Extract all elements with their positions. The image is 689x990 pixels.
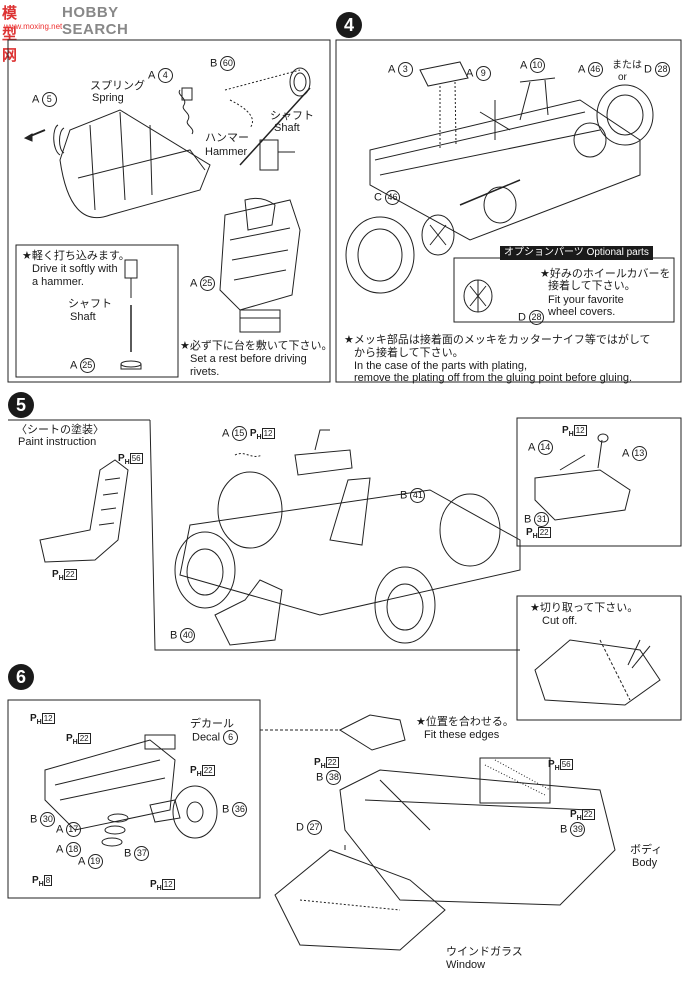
cutoff-note-jp: ★切り取って下さい。 — [530, 602, 639, 614]
part-label-a14: A 14 — [528, 440, 553, 455]
part-label-c46: C 46 — [374, 190, 400, 205]
logo-english-text: HOBBY SEARCH — [62, 4, 129, 38]
rest-note-en2: rivets. — [190, 366, 220, 378]
hammer-label-jp: ハンマー — [205, 132, 249, 144]
window-label-en: Window — [446, 959, 486, 971]
chassis-seats-drawing — [174, 429, 521, 646]
spring-label-jp: スプリング — [90, 80, 145, 92]
body-window-drawing — [260, 714, 616, 951]
decal-label-en: Decal 6 — [192, 730, 239, 745]
step-number-4: 4 — [336, 12, 362, 38]
part-label-d28-option: D 28 — [518, 310, 544, 325]
cover-note-en2: wheel covers. — [548, 306, 616, 318]
part-label-b39: B 39 — [560, 822, 586, 837]
body-label-jp: ボディ — [630, 844, 663, 856]
plating-note-jp1: ★メッキ部品は接着面のメッキをカッターナイフ等ではがして — [344, 334, 651, 346]
shaft-label-jp: シャフト — [270, 110, 314, 122]
part-label-a9: A 9 — [466, 66, 491, 81]
part-label-a5: A 5 — [32, 92, 57, 107]
part-label-b37: B 37 — [124, 846, 150, 861]
window-label-jp: ウインドガラス — [446, 946, 523, 958]
part-label-b41: B 41 — [400, 488, 426, 503]
step-number-6: 6 — [8, 664, 34, 690]
part-label-d27: D 27 — [296, 820, 322, 835]
shaft2-label-en: Shaft — [70, 311, 96, 323]
part-label-a19: A 19 — [78, 854, 103, 869]
part-label-a18: A 18 — [56, 842, 81, 857]
plating-note-jp2: から接着して下さい。 — [354, 347, 464, 359]
fit-edges-note-en: Fit these edges — [424, 729, 500, 741]
drive-rivet-inset — [15, 244, 179, 378]
plating-note-en1: In the case of the parts with plating, — [354, 360, 528, 372]
cover-note-jp2: 接着して下さい。 — [548, 280, 636, 292]
paint-instruction-en: Paint instruction — [18, 436, 97, 448]
part-label-b30: B 30 — [30, 812, 56, 827]
cutoff-note-en: Cut off. — [542, 615, 578, 627]
dashboard-drawing — [44, 734, 218, 847]
part-label-a4: A 4 — [148, 68, 173, 83]
shaft2-label-jp: シャフト — [68, 298, 112, 310]
drive-note-en1: Drive it softly with — [32, 263, 118, 275]
part-label-b40: B 40 — [170, 628, 196, 643]
cutoff-detail-drawing — [534, 639, 661, 706]
step-number-5: 5 — [8, 392, 34, 418]
cover-note-en1: Fit your favorite — [548, 294, 624, 306]
fit-edges-note-jp: ★位置を合わせる。 — [416, 716, 514, 728]
part-label-a25: A 25 — [190, 276, 215, 291]
drive-note-jp: ★軽く打ち込みます。 — [22, 250, 130, 262]
spring-label-en: Spring — [92, 92, 124, 104]
engine-chassis-drawing — [23, 67, 311, 333]
or-label-jp: または — [612, 60, 642, 71]
seat-paint-drawing — [39, 459, 129, 563]
decal-label-jp: デカール — [190, 718, 234, 730]
plating-note-en2: remove the plating off from the gluing p… — [354, 372, 633, 384]
rest-note-jp: ★必ず下に台を敷いて下さい。 — [180, 340, 333, 352]
paint-instruction-jp: 〈シートの塗装〉 — [16, 424, 104, 436]
shifter-detail-drawing — [534, 433, 631, 521]
part-label-b60: B 60 — [210, 56, 236, 71]
logo-url: www.moxing.net — [4, 22, 63, 31]
shaft-label-en: Shaft — [274, 122, 300, 134]
part-label-b31: B 31 — [524, 512, 550, 527]
or-label-en: or — [618, 72, 627, 83]
hammer-label-en: Hammer — [205, 146, 248, 158]
optional-parts-banner: オプションパーツ Optional parts — [500, 246, 653, 260]
part-label-a46: A 46 — [578, 62, 603, 77]
rest-note-en1: Set a rest before driving — [190, 353, 307, 365]
part-label-d28: D 28 — [644, 62, 670, 77]
part-label-b36: B 36 — [222, 802, 248, 817]
body-label-en: Body — [632, 857, 658, 869]
part-label-b38: B 38 — [316, 770, 342, 785]
drive-note-en2: a hammer. — [32, 276, 84, 288]
chassis-wheels-drawing — [345, 61, 675, 323]
logo-chinese-text: 模型网 — [2, 5, 18, 64]
part-label-a17: A 17 — [56, 822, 81, 837]
part-label-a25-inset: A 25 — [70, 358, 95, 373]
part-label-a3: A 3 — [388, 62, 413, 77]
cover-note-jp1: ★好みのホイールカバーを — [540, 268, 671, 280]
part-label-a10: A 10 — [520, 58, 545, 73]
part-label-a13: A 13 — [622, 446, 647, 461]
